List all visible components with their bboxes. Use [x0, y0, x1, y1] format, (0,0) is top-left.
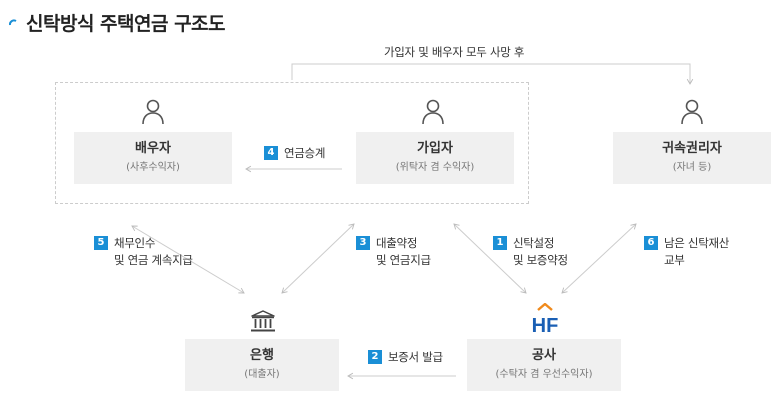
- person-icon: [681, 99, 703, 125]
- step-label: 신탁설정 및 보증약정: [513, 236, 568, 267]
- step-badge: 3: [356, 236, 370, 250]
- step-badge: 6: [644, 236, 658, 250]
- beneficiary-label: 귀속권리자: [662, 141, 722, 156]
- step-badge: 2: [368, 350, 382, 364]
- person-icon: [142, 99, 164, 125]
- arrow-remaining-assets: [561, 223, 637, 294]
- top-note: 가입자 및 배우자 모두 사망 후: [384, 45, 525, 59]
- person-icon: [422, 99, 444, 125]
- subscriber-sublabel: (위탁자 겸 수익자): [395, 162, 475, 173]
- spouse-sublabel: (사후수익자): [126, 162, 180, 173]
- household-group: [55, 82, 529, 204]
- step-4: 4 연금승계: [264, 145, 325, 162]
- arrow-debt-assumption: [131, 225, 245, 294]
- step-badge: 5: [94, 236, 108, 250]
- bank-box: 은행 (대출자): [185, 339, 339, 391]
- arrow-trust-setup: [453, 223, 527, 294]
- page-title: 신탁방식 주택연금 구조도: [26, 12, 226, 35]
- step-3: 3 대출약정 및 연금지급: [356, 235, 431, 269]
- step-badge: 1: [493, 236, 507, 250]
- beneficiary-box: 귀속권리자 (자녀 등): [613, 132, 771, 184]
- step-label: 보증서 발급: [388, 350, 443, 364]
- step-1: 1 신탁설정 및 보증약정: [493, 235, 568, 269]
- title-bullet-icon: [8, 19, 17, 26]
- step-6: 6 남은 신탁재산 교부: [644, 235, 729, 269]
- step-2: 2 보증서 발급: [368, 349, 443, 366]
- hf-label: 공사: [532, 348, 556, 363]
- step-label: 남은 신탁재산 교부: [664, 236, 730, 267]
- subscriber-box: 가입자 (위탁자 겸 수익자): [356, 132, 514, 184]
- hf-box: 공사 (수탁자 겸 우선수익자): [467, 339, 621, 391]
- top-bracket-line: [291, 63, 694, 85]
- bank-sublabel: (대출자): [244, 369, 280, 380]
- step-label: 대출약정 및 연금지급: [376, 236, 431, 267]
- subscriber-label: 가입자: [417, 141, 453, 156]
- spouse-box: 배우자 (사후수익자): [74, 132, 232, 184]
- spouse-label: 배우자: [135, 141, 171, 156]
- hf-sublabel: (수탁자 겸 우선수익자): [495, 369, 593, 380]
- hf-logo: HF: [532, 303, 559, 335]
- beneficiary-sublabel: (자녀 등): [672, 162, 712, 173]
- bank-label: 은행: [250, 348, 274, 363]
- step-label: 채무인수 및 연금 계속지급: [114, 236, 193, 267]
- arrow-loan-agreement: [281, 223, 355, 294]
- step-5: 5 채무인수 및 연금 계속지급: [94, 235, 193, 269]
- bank-icon: [251, 310, 275, 332]
- step-label: 연금승계: [284, 146, 326, 160]
- svg-text:HF: HF: [532, 315, 559, 335]
- page-title-wrap: 신탁방식 주택연금 구조도: [8, 8, 226, 36]
- step-badge: 4: [264, 146, 278, 160]
